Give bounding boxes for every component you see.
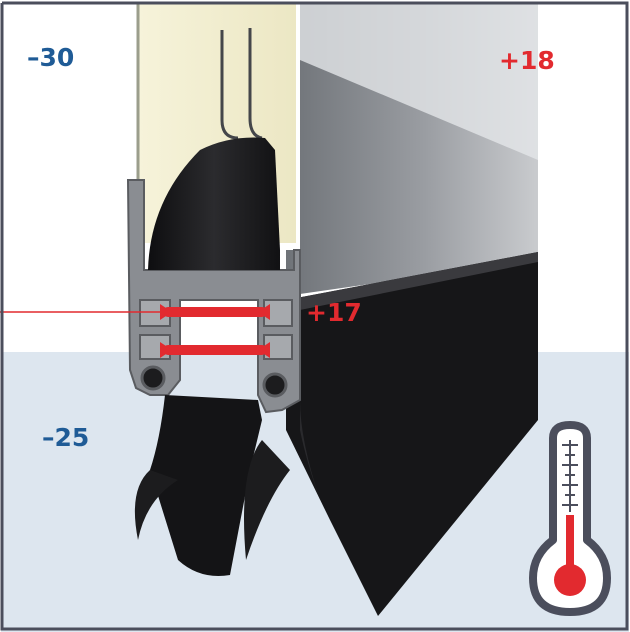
bottom-rubber-skirt xyxy=(286,252,538,616)
seal-finger-left xyxy=(134,470,178,540)
metal-strip-right xyxy=(248,28,263,140)
outside-temperature-bottom: –25 xyxy=(42,423,90,452)
bulb-seal-upper xyxy=(148,137,280,270)
profile-chamber-left-bottom xyxy=(139,334,171,360)
metal-strip-left xyxy=(220,30,239,140)
outside-temperature-top: –30 xyxy=(27,43,75,72)
profile-hook-left xyxy=(140,365,166,391)
thermometer-icon xyxy=(529,421,611,616)
seal-finger-middle xyxy=(244,440,290,560)
seal-temperature: +17 xyxy=(306,298,362,327)
thermal-break-lower-cap-left xyxy=(160,342,172,358)
bulb-seal-lower xyxy=(150,395,262,576)
thermal-break-upper-cap-right xyxy=(258,304,270,320)
door-panel-upper-light xyxy=(300,3,538,160)
bottom-rubber-skirt-highlight xyxy=(286,252,538,312)
inside-temperature-top: +18 xyxy=(499,46,555,75)
thermal-break-lower-cap-right xyxy=(258,342,270,358)
profile-hook-right xyxy=(262,372,288,398)
thermal-break-upper-cap-left xyxy=(160,304,172,320)
